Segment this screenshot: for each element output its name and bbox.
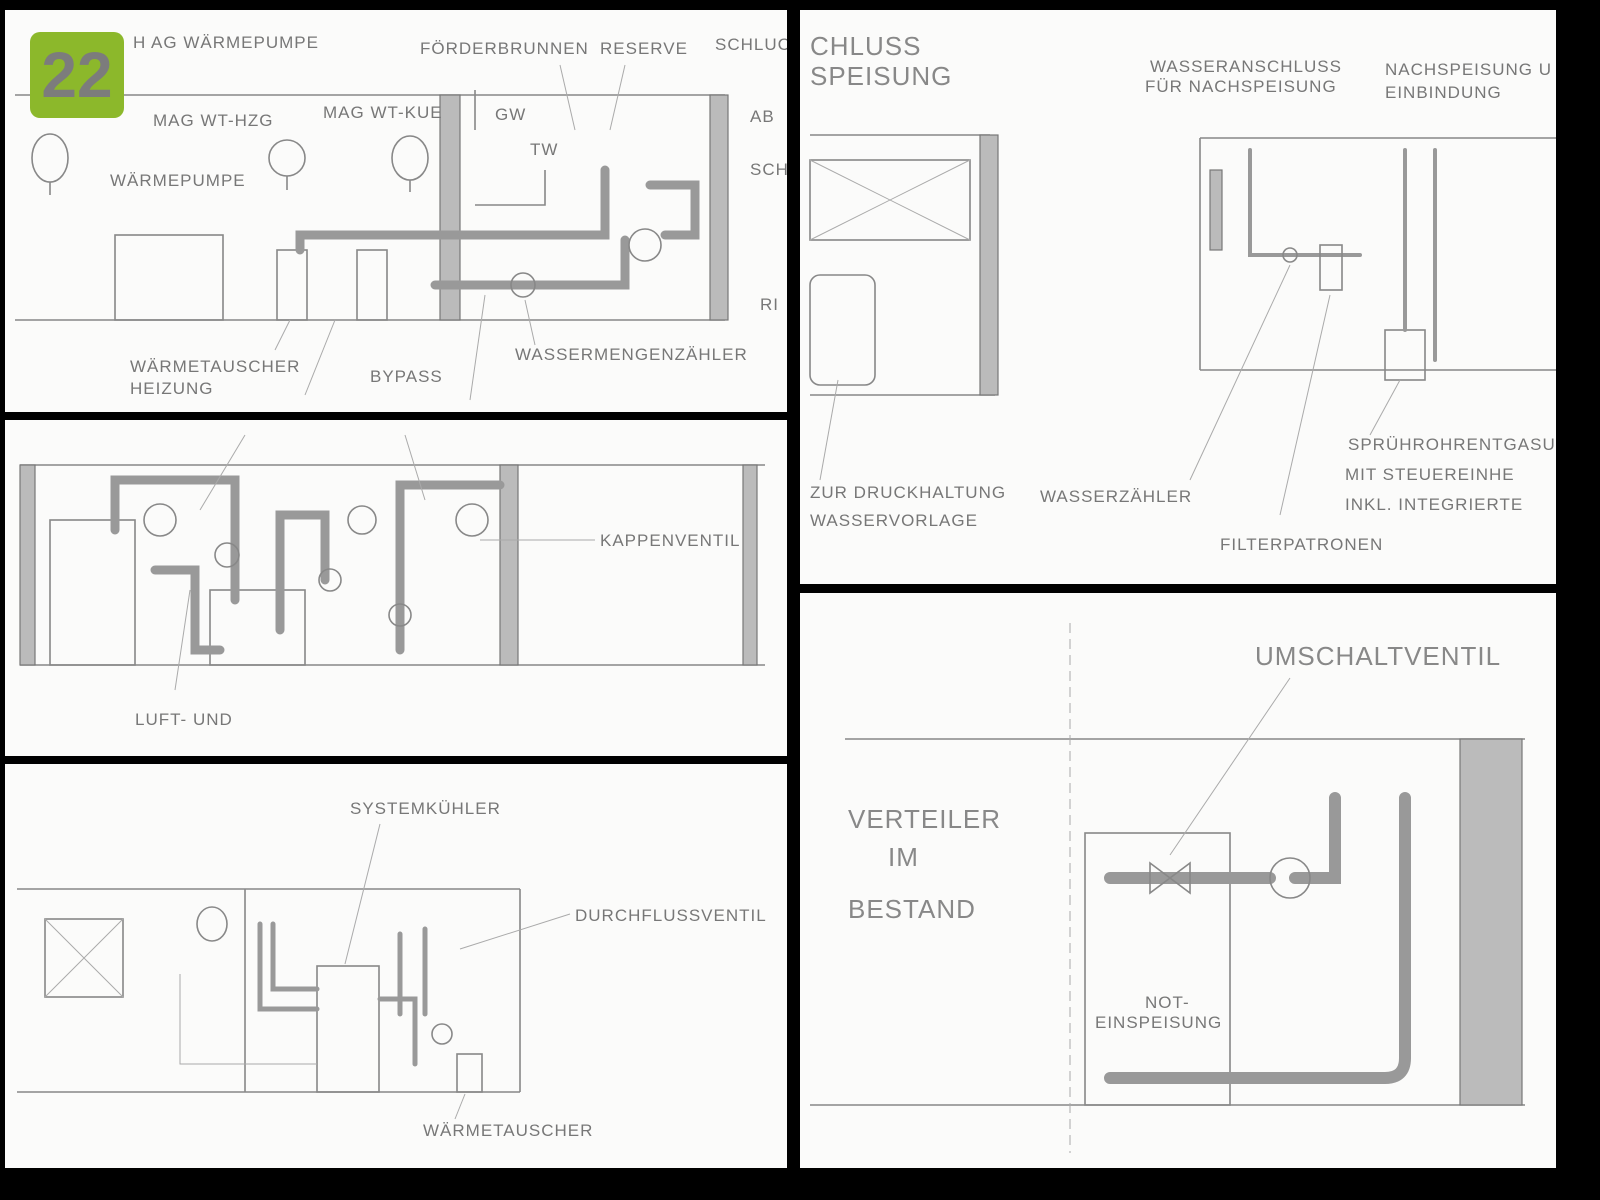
- label-water-counter: WASSERZÄHLER: [1040, 487, 1192, 506]
- system-cooler-sketch: SYSTEMKÜHLER DURCHFLUSSVENTIL WÄRMETAUSC…: [17, 799, 767, 1140]
- label-emergency-2: EINSPEISUNG: [1095, 1013, 1222, 1032]
- backflush-filter-icon: [628, 228, 662, 262]
- label-ab: AB: [750, 107, 775, 126]
- label-filter: FILTERPATRONEN: [1220, 535, 1383, 554]
- label-reserve: RESERVE: [600, 39, 688, 58]
- label-heat-pump: WÄRMEPUMPE: [110, 171, 246, 190]
- label-pressure-1: ZUR DRUCKHALTUNG: [810, 483, 1006, 502]
- heat-exchanger-heating: [276, 249, 308, 321]
- label-heat-exchanger: WÄRMETAUSCHER: [423, 1121, 593, 1140]
- label-bypass: BYPASS: [370, 367, 443, 386]
- label-mag-wt-hzg: MAG WT-HZG: [153, 111, 273, 130]
- label-mag-wt-kue: MAG WT-KUE: [323, 103, 443, 122]
- label-refill-1: NACHSPEISUNG U: [1385, 60, 1552, 79]
- heat-pump-sketch: H AG WÄRMEPUMPE MAG WT-HZG MAG WT-KUE WÄ…: [15, 33, 787, 401]
- expansion-vessel-icon: [143, 503, 177, 537]
- sketch-panel-system-cooler: SYSTEMKÜHLER DURCHFLUSSVENTIL WÄRMETAUSC…: [5, 764, 787, 1168]
- label-degassing-1: SPRÜHROHRENTGASUN: [1348, 435, 1556, 454]
- heat-exchanger-cooling: [356, 249, 388, 321]
- refill-sketch: CHLUSS SPEISUNG WASSERANSCHLUSS FÜR NACH…: [809, 31, 1556, 554]
- label-schluck: SCHLUCK: [715, 35, 787, 54]
- label-cap-valve: KAPPENVENTIL: [600, 531, 741, 550]
- switch-valve-sketch: UMSCHALTVENTIL VERTEILER IM BESTAND NOT-…: [810, 623, 1525, 1153]
- gauge-icon: [347, 505, 377, 535]
- sketch-panel-distribution: KAPPENVENTIL LUFT- UND: [5, 420, 787, 756]
- pump-icon: [214, 542, 240, 568]
- label-title-1: CHLUSS: [810, 31, 921, 61]
- pump-icon: [1269, 857, 1311, 899]
- label-water-connection-2: FÜR NACHSPEISUNG: [1145, 77, 1337, 96]
- water-tank: [809, 274, 876, 386]
- label-heat-exchanger-2: HEIZUNG: [130, 379, 214, 398]
- water-counter-icon: [1282, 247, 1298, 263]
- heat-pump-unit: [114, 234, 224, 321]
- pump-icon: [388, 603, 412, 627]
- degassing-unit: [1384, 329, 1426, 381]
- label-ri: RI: [760, 295, 779, 314]
- label-refill-2: EINBINDUNG: [1385, 83, 1502, 102]
- pump-icon: [318, 568, 342, 592]
- filter-cartridge-icon: [1319, 244, 1343, 291]
- expansion-vessel-icon: [31, 133, 69, 195]
- page-number-badge: 22: [30, 32, 124, 118]
- system-cooler-unit: [316, 965, 380, 1093]
- sketch-panel-refill: CHLUSS SPEISUNG WASSERANSCHLUSS FÜR NACH…: [800, 10, 1556, 584]
- label-distributor-2: IM: [888, 842, 919, 872]
- label-gw: GW: [495, 105, 526, 124]
- label-distributor-1: VERTEILER: [848, 804, 1001, 834]
- label-heat-exchanger-1: WÄRMETAUSCHER: [130, 357, 300, 376]
- label-system-cooler: SYSTEMKÜHLER: [350, 799, 501, 818]
- label-sch: SCH: [750, 160, 787, 179]
- label-degassing-2: MIT STEUEREINHE: [1345, 465, 1515, 484]
- label-degassing-3: INKL. INTEGRIERTE: [1345, 495, 1523, 514]
- label-water-connection-1: WASSERANSCHLUSS: [1150, 57, 1342, 76]
- label-emergency-1: NOT-: [1145, 993, 1190, 1012]
- three-way-valve-icon: [1149, 861, 1172, 895]
- sketch-panel-heat-pump: H AG WÄRMEPUMPE MAG WT-HZG MAG WT-KUE WÄ…: [5, 10, 787, 412]
- distribution-sketch: KAPPENVENTIL LUFT- UND: [19, 434, 765, 729]
- expansion-vessel-icon: [455, 503, 489, 537]
- label-mag-heat-pump: H AG WÄRMEPUMPE: [133, 33, 319, 52]
- label-distributor-3: BESTAND: [848, 894, 976, 924]
- expansion-vessel-icon: [196, 906, 228, 942]
- label-title-2: SPEISUNG: [810, 61, 952, 91]
- heat-exchanger-icon: [456, 1053, 483, 1093]
- label-tw: TW: [530, 140, 558, 159]
- sketch-panel-switch-valve: UMSCHALTVENTIL VERTEILER IM BESTAND NOT-…: [800, 593, 1556, 1168]
- label-water-meter: WASSERMENGENZÄHLER: [515, 345, 748, 364]
- label-foerderbrunnen: FÖRDERBRUNNEN: [420, 39, 589, 58]
- expansion-vessel-icon: [268, 139, 306, 190]
- expansion-vessel-icon: [391, 135, 429, 192]
- water-meter-icon: [510, 272, 536, 298]
- pump-icon: [431, 1023, 453, 1045]
- label-flow-valve: DURCHFLUSSVENTIL: [575, 906, 767, 925]
- label-switch-valve: UMSCHALTVENTIL: [1255, 641, 1501, 671]
- label-pressure-2: WASSERVORLAGE: [810, 511, 978, 530]
- label-air: LUFT- UND: [135, 710, 233, 729]
